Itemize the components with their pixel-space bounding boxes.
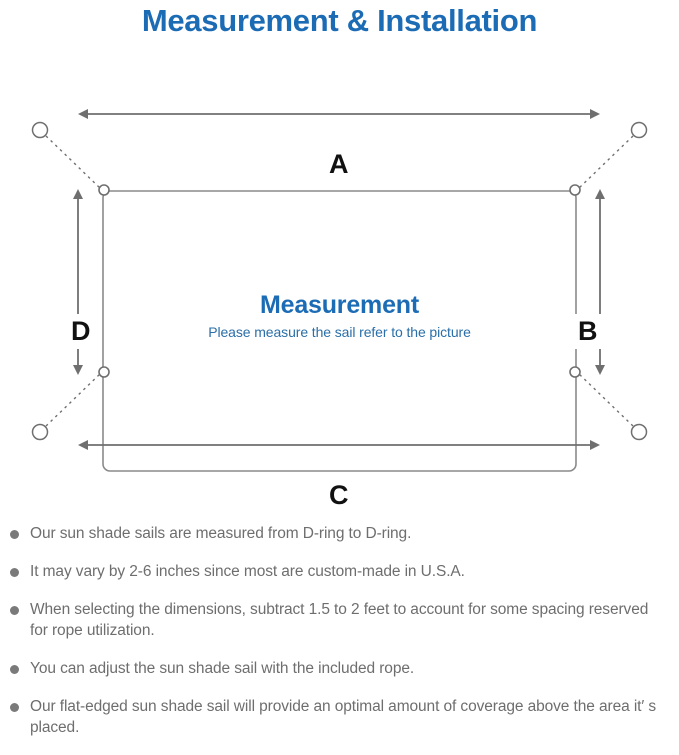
diagram-svg (31, 109, 648, 472)
dimension-label-d: D (68, 314, 94, 349)
d-ring-top-left (98, 184, 110, 196)
d-ring-bottom-right (569, 366, 581, 378)
bullet-icon (10, 568, 19, 577)
bullet-icon (10, 665, 19, 674)
d-ring-bottom-left (98, 366, 110, 378)
list-item: It may vary by 2-6 inches since most are… (10, 561, 665, 582)
dimension-label-b: B (575, 314, 601, 349)
list-item: Our sun shade sails are measured from D-… (10, 523, 665, 544)
note-text: Our flat-edged sun shade sail will provi… (30, 698, 657, 736)
list-item: Our flat-edged sun shade sail will provi… (10, 696, 665, 738)
note-text: When selecting the dimensions, subtract … (30, 601, 649, 639)
anchor-point-bottom-left (31, 423, 49, 441)
notes-list: Our sun shade sails are measured from D-… (0, 523, 679, 755)
bullet-icon (10, 703, 19, 712)
note-text: You can adjust the sun shade sail with t… (30, 660, 415, 677)
list-item: When selecting the dimensions, subtract … (10, 599, 665, 641)
d-ring-top-right (569, 184, 581, 196)
list-item: You can adjust the sun shade sail with t… (10, 658, 665, 679)
note-text: It may vary by 2-6 inches since most are… (30, 563, 465, 580)
note-text: Our sun shade sails are measured from D-… (30, 525, 412, 542)
sun-shade-sail-measurement-diagram: Measurement Please measure the sail refe… (0, 52, 679, 512)
anchor-point-bottom-right (630, 423, 648, 441)
rope-line-top-right (577, 135, 634, 190)
bullet-icon (10, 606, 19, 615)
rope-line-top-left (45, 135, 102, 190)
anchor-point-top-left (31, 121, 49, 139)
dimension-label-c: C (322, 481, 356, 510)
anchor-point-top-right (630, 121, 648, 139)
bullet-icon (10, 530, 19, 539)
page-title: Measurement & Installation (141, 3, 538, 38)
rope-line-bottom-left (45, 372, 102, 427)
rope-line-bottom-right (577, 372, 634, 427)
sail-rectangle (102, 190, 577, 472)
dimension-label-a: A (322, 150, 356, 179)
